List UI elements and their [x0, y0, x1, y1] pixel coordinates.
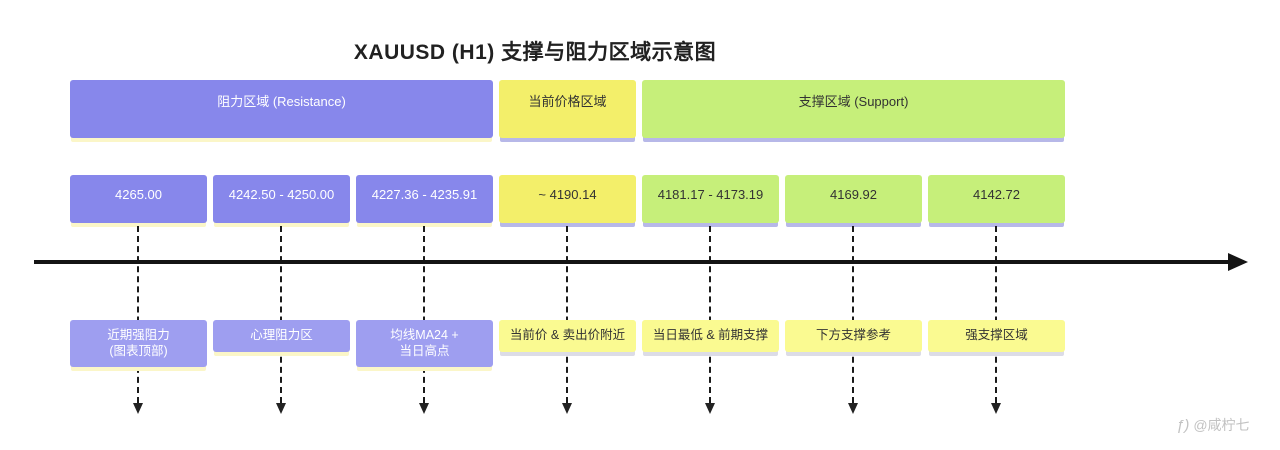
watermark: ƒ) @咸柠七	[1176, 415, 1250, 435]
watermark-handle: @咸柠七	[1193, 417, 1250, 433]
price-axis-line	[34, 260, 1230, 264]
down-arrow-icon	[991, 403, 1001, 414]
connector-dashed-line	[280, 226, 282, 403]
price-box-resistance-3: 4227.36 - 4235.91	[356, 175, 493, 223]
note-box-current: 当前价 & 卖出价附近	[499, 320, 636, 352]
price-box-resistance-1: 4265.00	[70, 175, 207, 223]
down-arrow-icon	[848, 403, 858, 414]
price-box-support-3: 4142.72	[928, 175, 1065, 223]
note-box-resistance-2: 心理阻力区	[213, 320, 350, 352]
connector-dashed-line	[137, 226, 139, 403]
zone-header-resistance: 阻力区域 (Resistance)	[70, 80, 493, 138]
watermark-logo-icon: ƒ)	[1176, 416, 1190, 434]
note-box-resistance-3: 均线MA24 + 当日高点	[356, 320, 493, 368]
diagram-title: XAUUSD (H1) 支撑与阻力区域示意图	[353, 41, 717, 64]
axis-right-arrow-icon	[1228, 253, 1248, 271]
down-arrow-icon	[419, 403, 429, 414]
note-box-support-1: 当日最低 & 前期支撑	[642, 320, 779, 352]
down-arrow-icon	[562, 403, 572, 414]
connector-dashed-line	[423, 226, 425, 403]
note-box-resistance-1: 近期强阻力 (图表顶部)	[70, 320, 207, 368]
down-arrow-icon	[276, 403, 286, 414]
connector-dashed-line	[566, 226, 568, 403]
connector-dashed-line	[709, 226, 711, 403]
note-box-support-3: 强支撑区域	[928, 320, 1065, 352]
zone-header-support: 支撑区域 (Support)	[642, 80, 1065, 138]
down-arrow-icon	[705, 403, 715, 414]
price-box-current: ~ 4190.14	[499, 175, 636, 223]
down-arrow-icon	[133, 403, 143, 414]
zone-header-current-price: 当前价格区域	[499, 80, 636, 138]
price-box-resistance-2: 4242.50 - 4250.00	[213, 175, 350, 223]
price-box-support-2: 4169.92	[785, 175, 922, 223]
note-box-support-2: 下方支撑参考	[785, 320, 922, 352]
connector-dashed-line	[852, 226, 854, 403]
connector-dashed-line	[995, 226, 997, 403]
price-box-support-1: 4181.17 - 4173.19	[642, 175, 779, 223]
